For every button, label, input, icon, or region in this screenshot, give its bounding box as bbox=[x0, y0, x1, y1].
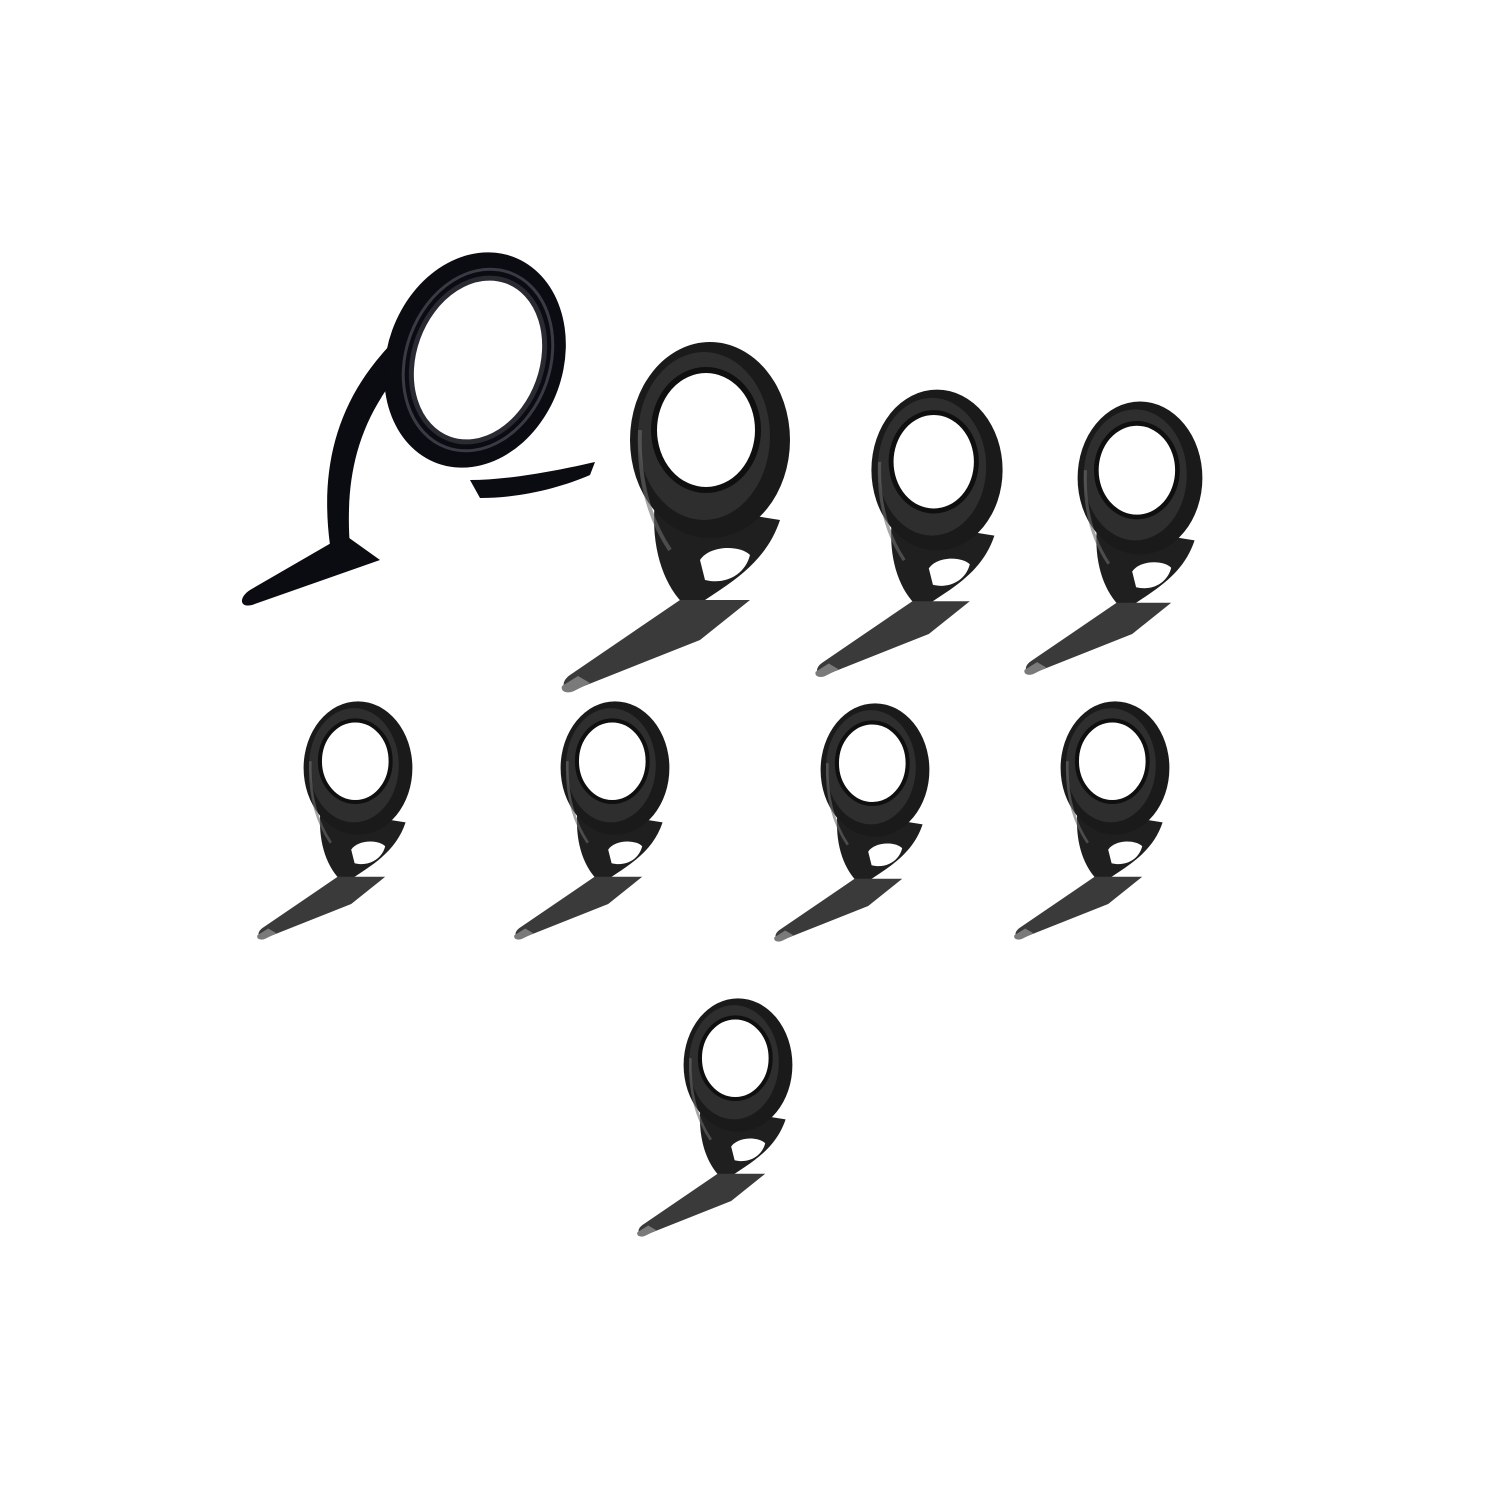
guide-medium-2 bbox=[1024, 402, 1202, 675]
guide-small-3 bbox=[774, 703, 929, 941]
double-foot-guide bbox=[241, 252, 595, 606]
guide-small-4 bbox=[1014, 701, 1169, 939]
guide-small-1 bbox=[257, 701, 412, 939]
guide-small-5 bbox=[637, 998, 792, 1236]
guide-medium-1 bbox=[815, 390, 1002, 677]
guide-large bbox=[562, 342, 790, 692]
guide-small-2 bbox=[514, 701, 669, 939]
